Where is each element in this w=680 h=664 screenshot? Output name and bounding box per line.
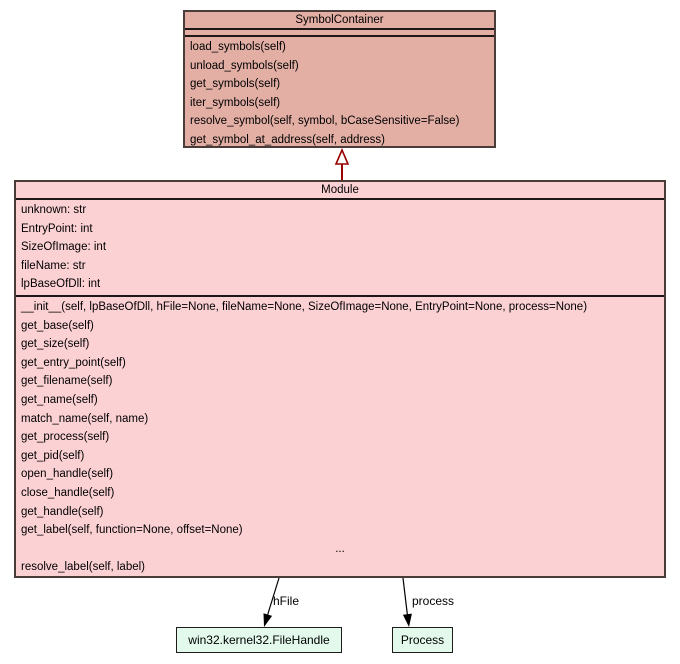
method-line: get_symbols(self) <box>190 78 281 91</box>
method-line: resolve_symbol(self, symbol, bCaseSensit… <box>190 115 460 128</box>
method-line: iter_symbols(self) <box>190 96 281 109</box>
method-line: get_symbol_at_address(self, address) <box>190 133 385 146</box>
method-line: get_pid(self) <box>21 449 85 462</box>
method-line: load_symbols(self) <box>190 41 286 53</box>
class-methods-module: __init__(self, lpBaseOfDll, hFile=None, … <box>16 297 664 578</box>
process-arrow <box>402 577 412 627</box>
inheritance-arrow <box>334 147 350 180</box>
node-filehandle: win32.kernel32.FileHandle <box>176 627 342 653</box>
method-line: get_label(self, function=None, offset=No… <box>21 524 243 537</box>
method-line: get_filename(self) <box>21 375 113 388</box>
class-title-symbolcontainer: SymbolContainer <box>185 12 494 30</box>
node-process: Process <box>392 627 453 653</box>
attribute-line: fileName: str <box>21 259 86 272</box>
method-line: match_name(self, name) <box>21 412 149 425</box>
method-line: get_size(self) <box>21 338 90 351</box>
edge-label-process: process <box>412 594 455 608</box>
class-attributes-symbolcontainer <box>185 30 494 37</box>
method-line: open_handle(self) <box>21 468 114 481</box>
method-line: unload_symbols(self) <box>190 59 299 72</box>
attribute-line: EntryPoint: int <box>21 222 93 235</box>
method-line: resolve_label(self, label) <box>21 561 146 574</box>
method-line: __init__(self, lpBaseOfDll, hFile=None, … <box>21 300 588 313</box>
class-methods-symbolcontainer: load_symbols(self) unload_symbols(self)ge… <box>185 37 494 151</box>
method-line: get_name(self) <box>21 393 98 406</box>
class-title-module: Module <box>16 182 664 200</box>
attribute-line: SizeOfImage: int <box>21 241 107 254</box>
method-line: get_entry_point(self) <box>21 356 126 369</box>
method-line: ... <box>335 542 345 555</box>
method-line: get_handle(self) <box>21 505 104 518</box>
class-box-symbolcontainer: SymbolContainer load_symbols(self)unload… <box>183 10 496 148</box>
attribute-line: unknown: str <box>21 204 87 216</box>
method-line: close_handle(self) <box>21 486 115 499</box>
edge-label-hfile: hFile <box>273 594 300 608</box>
attribute-line: lpBaseOfDll: int <box>21 278 101 291</box>
method-line: get_process(self) <box>21 431 110 444</box>
method-line: get_base(self) <box>21 319 94 332</box>
